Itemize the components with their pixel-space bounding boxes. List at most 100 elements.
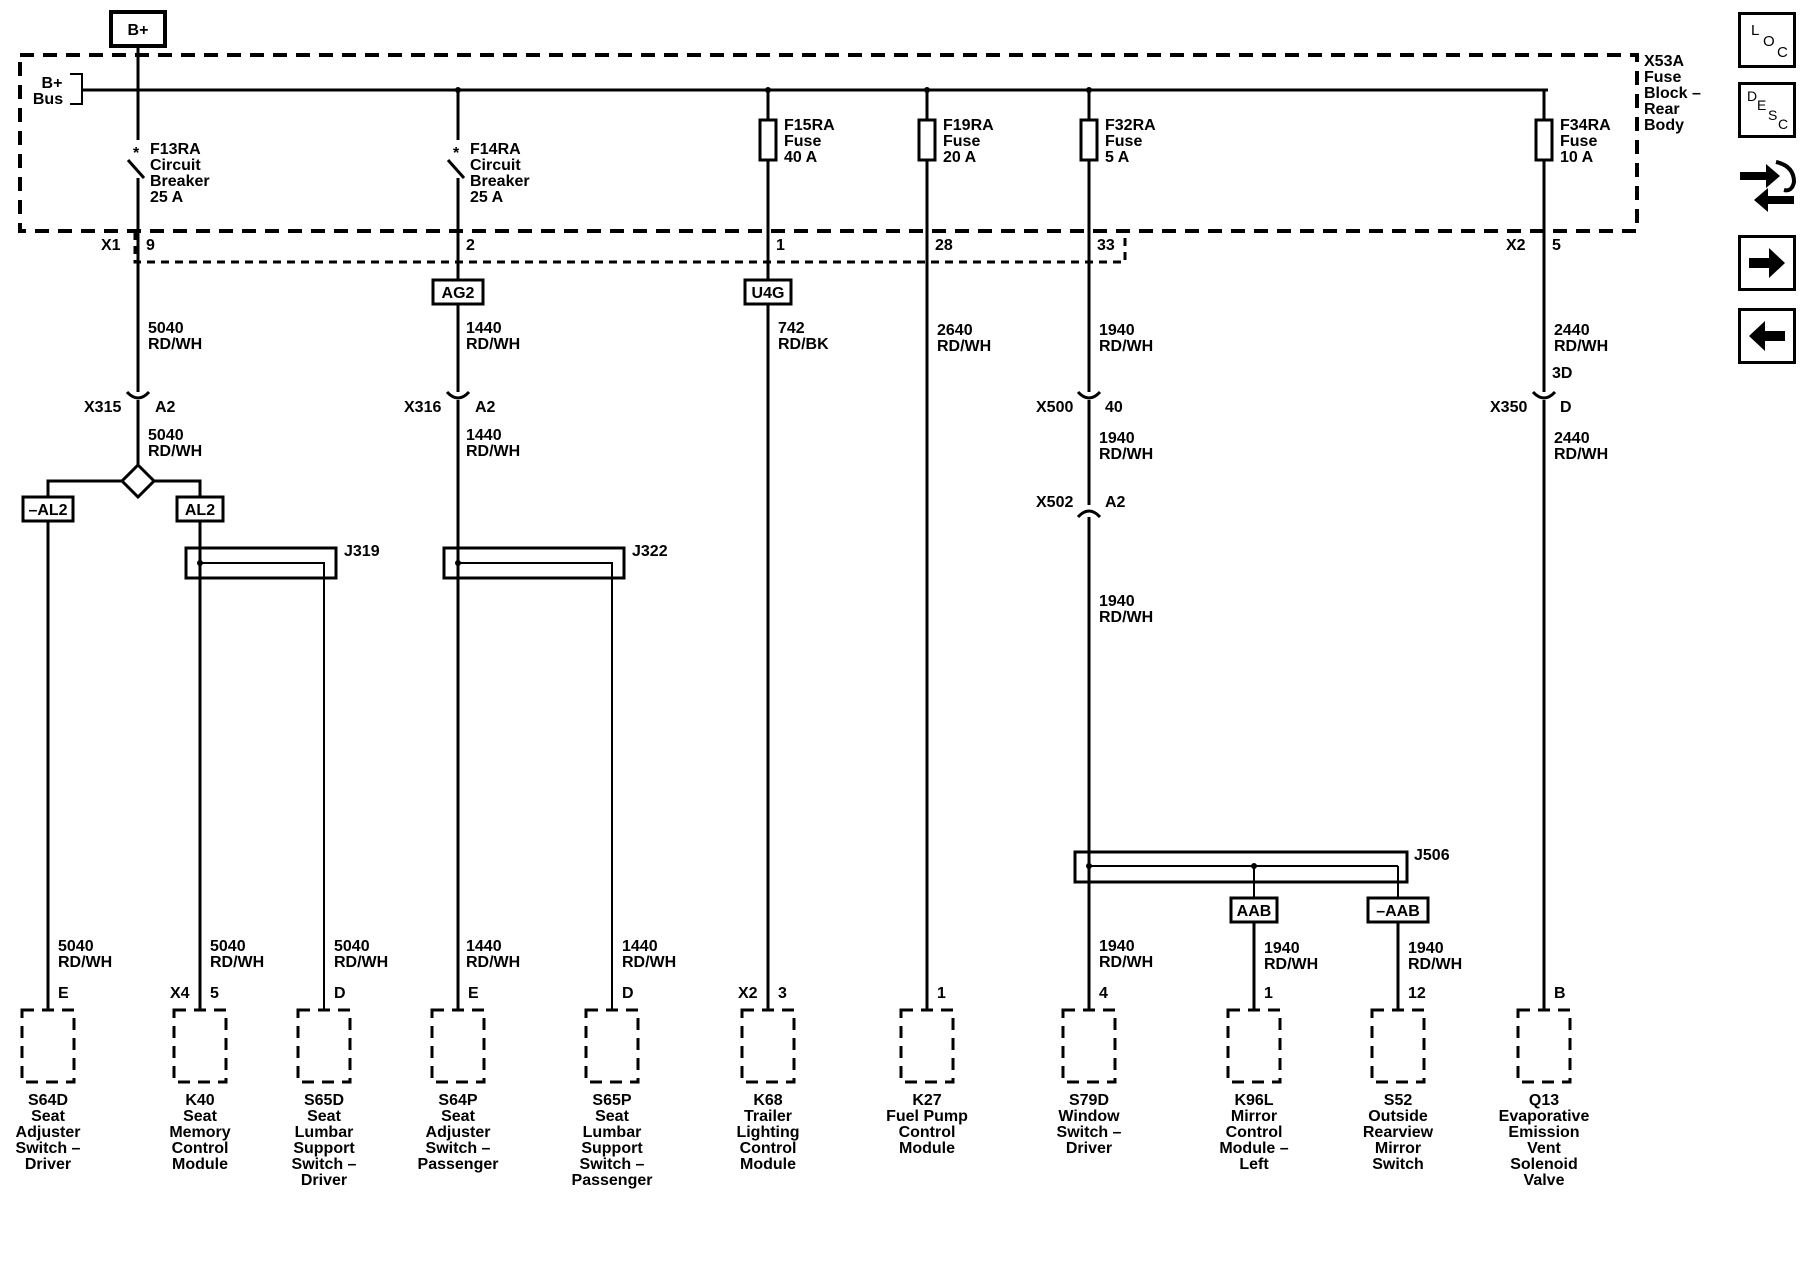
breaker-f13ra-label: F13RA Circuit Breaker 25 A xyxy=(150,141,210,206)
component-label-line: Seat xyxy=(595,1108,629,1125)
svg-text:Bus: Bus xyxy=(33,91,63,108)
svg-text:Fuse: Fuse xyxy=(1644,69,1681,86)
desc-icon: D E S C xyxy=(1747,88,1788,132)
desc-button[interactable]: D E S C xyxy=(1738,82,1796,138)
component-label-line: Passenger xyxy=(418,1156,499,1173)
next-button[interactable] xyxy=(1738,235,1796,291)
svg-text:RD/WH: RD/WH xyxy=(622,954,676,971)
svg-text:F32RA: F32RA xyxy=(1105,117,1156,134)
connector-x316: X316 A2 xyxy=(404,390,496,1010)
svg-text:Circuit: Circuit xyxy=(470,157,521,174)
component-label-line: Switch – xyxy=(426,1140,491,1157)
svg-text:Fuse: Fuse xyxy=(1560,133,1597,150)
component-pin: B xyxy=(1554,985,1566,1002)
harness-x2-label: X2 xyxy=(1506,237,1526,254)
svg-text:1940: 1940 xyxy=(1099,938,1135,955)
component-label-line: Q13 xyxy=(1529,1092,1559,1109)
component-pin: E xyxy=(58,985,69,1002)
svg-text:Breaker: Breaker xyxy=(150,173,210,190)
component-label-line: Module xyxy=(172,1156,228,1173)
loc-icon: L O C xyxy=(1751,22,1788,61)
component-label-line: Support xyxy=(581,1140,643,1157)
svg-text:40: 40 xyxy=(1105,399,1123,416)
svg-text:RD/WH: RD/WH xyxy=(148,443,202,460)
svg-text:5040: 5040 xyxy=(148,427,184,444)
fuse-block-outline xyxy=(18,53,1639,233)
component-pin: E xyxy=(468,985,479,1002)
component-label-line: Fuel Pump xyxy=(886,1108,968,1125)
svg-text:RD/WH: RD/WH xyxy=(1264,956,1318,973)
loc-button[interactable]: L O C xyxy=(1738,12,1796,68)
component-box xyxy=(899,1008,955,1084)
svg-text:F15RA: F15RA xyxy=(784,117,835,134)
component-pin: 1 xyxy=(1264,985,1273,1002)
component-label-line: Seat xyxy=(307,1108,341,1125)
svg-text:1440: 1440 xyxy=(466,427,502,444)
svg-text:J319: J319 xyxy=(344,543,380,560)
svg-text:1940: 1940 xyxy=(1408,940,1444,957)
svg-text:RD/WH: RD/WH xyxy=(148,336,202,353)
pin-1: 1 xyxy=(776,237,785,254)
component-label-line: K96L xyxy=(1234,1092,1273,1109)
component-label-line: Adjuster xyxy=(426,1124,491,1141)
component-label-line: K27 xyxy=(912,1092,941,1109)
svg-text:RD/WH: RD/WH xyxy=(466,336,520,353)
component-label-line: Valve xyxy=(1524,1172,1565,1189)
power-source-label: B+ xyxy=(128,22,149,39)
svg-text:A2: A2 xyxy=(475,399,496,416)
svg-text:RD/BK: RD/BK xyxy=(778,336,829,353)
component-label-line: K68 xyxy=(753,1092,782,1109)
svg-text:2640: 2640 xyxy=(937,322,973,339)
component-label-line: Left xyxy=(1239,1156,1269,1173)
svg-text:F19RA: F19RA xyxy=(943,117,994,134)
svg-text:D: D xyxy=(1560,399,1572,416)
svg-text:RD/WH: RD/WH xyxy=(937,338,991,355)
component-label-line: Vent xyxy=(1527,1140,1561,1157)
component-connector: X2 xyxy=(738,985,758,1002)
component-label-line: Control xyxy=(172,1140,229,1157)
svg-text:F13RA: F13RA xyxy=(150,141,201,158)
component-box xyxy=(172,1008,228,1084)
svg-text:J322: J322 xyxy=(632,543,668,560)
component-label-line: Outside xyxy=(1368,1108,1428,1125)
previous-button[interactable] xyxy=(1738,308,1796,364)
option-box-u4g: U4G xyxy=(752,285,785,302)
svg-text:RD/WH: RD/WH xyxy=(210,954,264,971)
component-label-line: Control xyxy=(1226,1124,1283,1141)
svg-text:RD/WH: RD/WH xyxy=(466,443,520,460)
connector-x315: X315 A2 xyxy=(84,390,176,465)
option-box-neg-aab: –AAB xyxy=(1376,903,1420,920)
svg-text:F14RA: F14RA xyxy=(470,141,521,158)
component-label-line: Adjuster xyxy=(16,1124,81,1141)
component-box xyxy=(20,1008,76,1084)
connector-view-button[interactable] xyxy=(1736,152,1798,222)
svg-text:Block –: Block – xyxy=(1644,85,1701,102)
svg-text:25 A: 25 A xyxy=(150,189,184,206)
svg-text:5040: 5040 xyxy=(210,938,246,955)
pin-2: 2 xyxy=(466,237,475,254)
component-label-line: K40 xyxy=(185,1092,214,1109)
component-label-line: Switch – xyxy=(580,1156,645,1173)
component-pin: 4 xyxy=(1099,985,1108,1002)
component-label-line: Lighting xyxy=(736,1124,799,1141)
svg-text:RD/WH: RD/WH xyxy=(1099,338,1153,355)
option-box-ag2: AG2 xyxy=(442,285,475,302)
svg-text:10 A: 10 A xyxy=(1560,149,1594,166)
component-label-line: Control xyxy=(740,1140,797,1157)
component-pin: 5 xyxy=(210,985,219,1002)
splice-j506: J506 xyxy=(1073,847,1450,898)
svg-text:1940: 1940 xyxy=(1099,593,1135,610)
component-label-line: Switch – xyxy=(1057,1124,1122,1141)
component-label-line: Lumbar xyxy=(583,1124,642,1141)
svg-text:B+: B+ xyxy=(42,75,63,92)
component-label-line: Driver xyxy=(25,1156,71,1173)
svg-text:1940: 1940 xyxy=(1099,322,1135,339)
svg-text:RD/WH: RD/WH xyxy=(1099,954,1153,971)
svg-text:5 A: 5 A xyxy=(1105,149,1130,166)
